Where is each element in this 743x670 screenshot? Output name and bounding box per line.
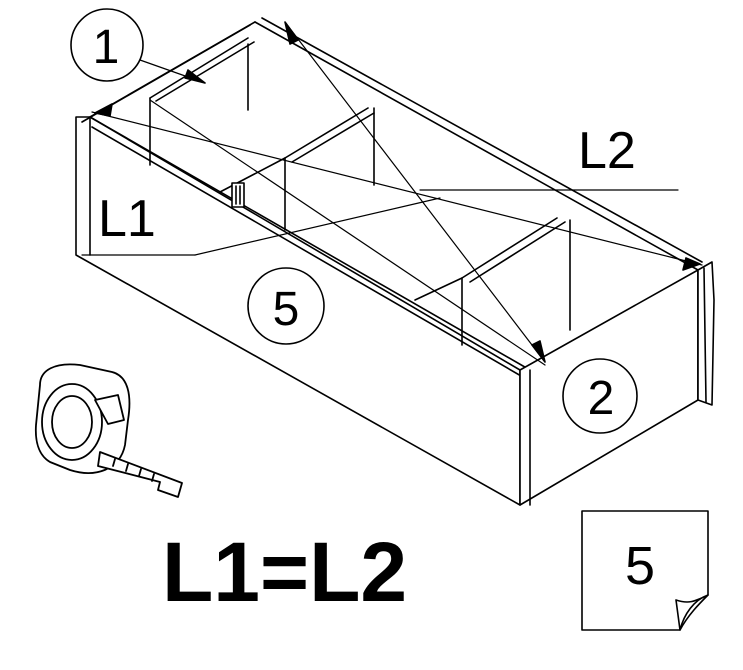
diagonal-l2 [149, 21, 546, 366]
callout-1-label: 1 [93, 21, 120, 74]
diagonal-l1 [91, 103, 703, 271]
l1-label: L1 [98, 190, 156, 248]
tape-measure-icon [34, 363, 183, 498]
leader-lines [81, 59, 679, 256]
callout-2-circle [562, 358, 638, 434]
bracket [231, 182, 245, 208]
equation-label: L1=L2 [162, 525, 407, 619]
callout-5-circle [247, 267, 325, 345]
callout-1-circle [70, 8, 144, 82]
callout-5-label: 5 [273, 283, 300, 336]
callout-2-label: 2 [588, 372, 615, 425]
page-corner-icon [581, 510, 709, 631]
l2-label: L2 [578, 122, 636, 180]
page-number: 5 [625, 536, 655, 596]
side-rail [697, 261, 715, 406]
back-wall [149, 43, 571, 331]
top-rim [81, 17, 703, 381]
